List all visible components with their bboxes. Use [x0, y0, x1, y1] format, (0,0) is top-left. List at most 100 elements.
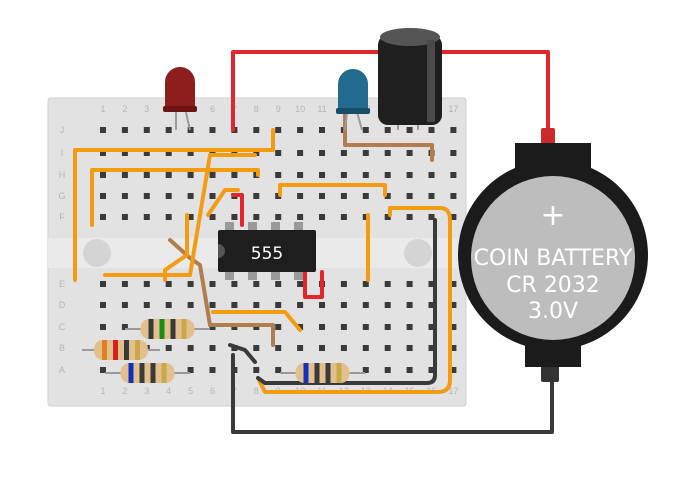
- battery-label-line2: CR 2032: [506, 273, 600, 298]
- breadboard-hole: [384, 172, 391, 178]
- breadboard-hole: [275, 193, 282, 199]
- resistor-band: [135, 340, 140, 360]
- breadboard-hole: [253, 367, 260, 373]
- breadboard-hole: [362, 127, 369, 133]
- breadboard-hole: [384, 324, 391, 330]
- chip-label: 555: [251, 244, 283, 264]
- breadboard-hole: [100, 127, 106, 133]
- breadboard-hole: [297, 302, 304, 308]
- breadboard-hole: [362, 281, 369, 287]
- resistor-band: [161, 363, 167, 383]
- resistor-band: [113, 340, 118, 360]
- breadboard-hole: [384, 345, 391, 351]
- breadboard-hole: [165, 150, 172, 156]
- row-letter: E: [59, 279, 65, 289]
- breadboard-hole: [275, 345, 282, 351]
- breadboard-hole: [384, 302, 391, 308]
- resistor-band: [170, 319, 176, 339]
- breadboard-hole: [297, 345, 304, 351]
- chip-pins-top: [225, 222, 303, 232]
- blue-led-leg-2: [356, 111, 363, 131]
- resistor-band: [303, 363, 309, 383]
- row-letter: H: [59, 170, 66, 180]
- breadboard-hole: [231, 214, 238, 220]
- column-number-bottom: 8: [254, 386, 259, 396]
- breadboard-hole: [165, 302, 172, 308]
- battery-plus-terminal: [541, 128, 555, 146]
- breadboard-hole: [143, 214, 150, 220]
- battery-holder-bottom-tab: [525, 337, 581, 367]
- breadboard-hole: [428, 324, 435, 330]
- electrolytic-capacitor: [378, 28, 442, 130]
- breadboard-hole: [121, 324, 128, 330]
- breadboard-hole: [209, 214, 216, 220]
- row-letter: J: [60, 125, 65, 135]
- breadboard-hole: [428, 214, 435, 220]
- breadboard-hole: [187, 302, 194, 308]
- breadboard-hole: [187, 193, 194, 199]
- breadboard-hole: [450, 324, 457, 330]
- breadboard-hole: [319, 150, 325, 156]
- breadboard-hole: [209, 281, 216, 287]
- chip-notch: [218, 244, 225, 258]
- breadboard-hole: [187, 345, 194, 351]
- mount-hole-right: [404, 239, 432, 267]
- breadboard-hole: [340, 150, 347, 156]
- breadboard-hole: [187, 214, 194, 220]
- wire-black-short: [228, 343, 257, 364]
- breadboard-hole: [165, 172, 172, 178]
- breadboard-hole: [187, 367, 194, 373]
- chip-pin: [294, 222, 303, 232]
- chip-pin: [271, 270, 280, 280]
- breadboard-hole: [362, 172, 369, 178]
- column-number-top: 10: [295, 104, 305, 114]
- breadboard-hole: [187, 172, 194, 178]
- chip-pin: [248, 222, 257, 232]
- row-letter: D: [59, 300, 66, 310]
- resistor-band: [148, 319, 154, 339]
- breadboard-hole: [275, 214, 282, 220]
- breadboard-hole: [340, 172, 347, 178]
- breadboard-hole: [121, 150, 128, 156]
- breadboard-hole: [231, 281, 238, 287]
- breadboard-hole: [143, 150, 150, 156]
- breadboard-hole: [428, 345, 435, 351]
- breadboard-hole: [297, 172, 304, 178]
- breadboard-hole: [275, 281, 282, 287]
- breadboard-hole: [450, 367, 457, 373]
- breadboard-hole: [362, 324, 369, 330]
- breadboard-hole: [253, 214, 260, 220]
- breadboard-hole: [406, 127, 413, 133]
- column-number-top: 8: [254, 104, 259, 114]
- resistor-1: [125, 319, 210, 339]
- breadboard-hole: [406, 345, 413, 351]
- breadboard-hole: [253, 281, 260, 287]
- breadboard-hole: [275, 172, 282, 178]
- capacitor-body: [378, 35, 442, 125]
- resistor-body: [295, 363, 350, 383]
- breadboard-hole: [319, 302, 325, 308]
- breadboard-hole: [143, 302, 150, 308]
- breadboard-hole: [319, 127, 325, 133]
- chip-body: [218, 230, 316, 272]
- breadboard-hole: [362, 150, 369, 156]
- battery-holder-top-tab: [515, 143, 591, 173]
- resistor-band: [102, 340, 107, 360]
- breadboard-hole: [319, 172, 325, 178]
- row-letter: B: [59, 343, 65, 353]
- breadboard-hole: [340, 214, 347, 220]
- breadboard-hole: [275, 302, 282, 308]
- breadboard-hole: [143, 127, 150, 133]
- row-letter: I: [61, 148, 64, 158]
- column-number-top: 17: [448, 104, 458, 114]
- breadboard-hole: [450, 281, 457, 287]
- column-number-top: 9: [276, 104, 281, 114]
- chip-pin: [225, 270, 234, 280]
- breadboard-hole: [100, 193, 106, 199]
- breadboard-hole: [428, 127, 435, 133]
- breadboard-hole: [121, 281, 128, 287]
- breadboard-hole: [340, 193, 347, 199]
- breadboard-hole: [384, 150, 391, 156]
- blue-led-rim: [336, 108, 370, 114]
